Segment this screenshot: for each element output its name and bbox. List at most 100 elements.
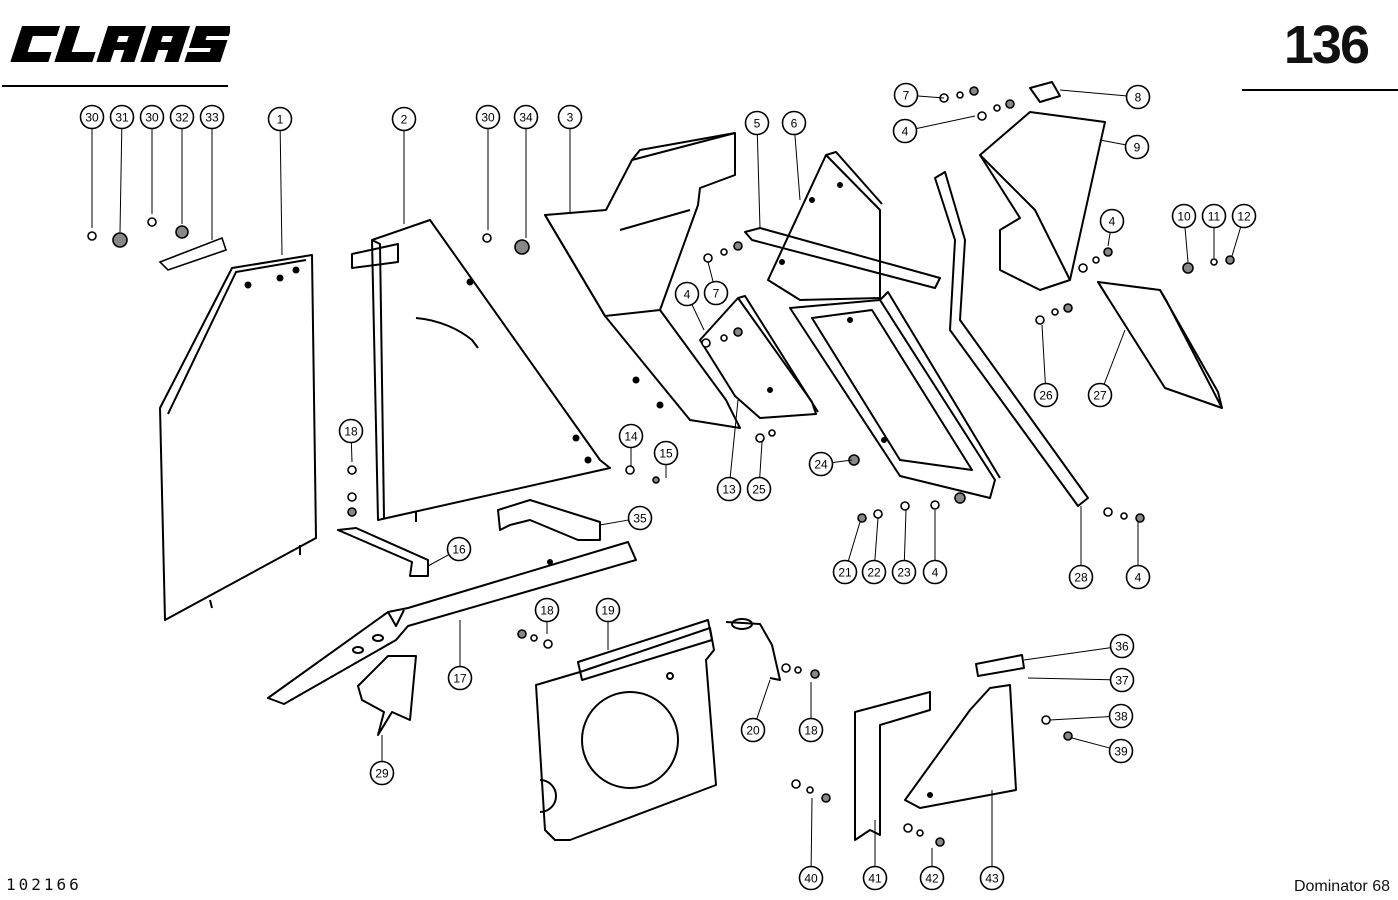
- callout-label: 31: [115, 111, 129, 125]
- callout-leader-c-23: [903, 509, 907, 561]
- callout-leader-c-20: [756, 679, 771, 719]
- callout-label: 1: [277, 113, 284, 127]
- callout-leader-c-18a: [350, 442, 353, 463]
- callout-label: 30: [85, 111, 99, 125]
- callout-circle: [861, 559, 887, 585]
- callout-circle: [832, 559, 858, 585]
- part-callout-c-27: 27: [1087, 382, 1113, 408]
- callout-leader-c-39: [1071, 737, 1110, 749]
- callout-circle: [1125, 84, 1151, 110]
- part-callout-c-32: 32: [169, 104, 195, 130]
- callout-circle: [1125, 564, 1151, 590]
- page-number: 136: [1283, 15, 1370, 75]
- part-callout-c-2: 2: [391, 106, 417, 132]
- callout-label: 15: [659, 447, 673, 461]
- callout-label: 4: [1109, 215, 1116, 229]
- callout-label: 14: [624, 430, 638, 444]
- part-callout-c-5: 5: [744, 110, 770, 136]
- part-callout-c-6: 6: [781, 110, 807, 136]
- part-29-bracket: [357, 655, 417, 736]
- part-3-hopper: [544, 132, 741, 429]
- part-callout-c-31: 31: [109, 104, 135, 130]
- callout-leader-c-7b: [707, 261, 714, 282]
- part-callout-c-16: 16: [446, 536, 472, 562]
- callout-circle: [653, 440, 679, 466]
- callout-circle: [79, 104, 105, 130]
- part-callout-c-4c: 4: [674, 281, 700, 307]
- callout-label: 30: [145, 111, 159, 125]
- part-callout-c-29: 29: [369, 760, 395, 786]
- part-8-clip: [1029, 81, 1061, 103]
- part-19-cover-plate: [535, 619, 717, 841]
- callout-label: 23: [897, 566, 911, 580]
- part-callout-c-4d: 4: [922, 559, 948, 585]
- callout-circle: [1033, 382, 1059, 408]
- callout-label: 21: [838, 566, 852, 580]
- callout-label: 32: [175, 111, 189, 125]
- callout-leader-c-24: [832, 459, 853, 463]
- part-callout-c-4b: 4: [1099, 208, 1125, 234]
- part-1-side-panel: [159, 254, 317, 621]
- callout-circle: [674, 281, 700, 307]
- callout-label: 36: [1115, 640, 1129, 654]
- part-43-plate: [904, 684, 1017, 809]
- callout-label: 41: [868, 872, 882, 886]
- callout-label: 35: [633, 512, 647, 526]
- callout-label: 24: [814, 458, 828, 472]
- callout-label: 43: [985, 872, 999, 886]
- callout-circle: [627, 505, 653, 531]
- callout-circle: [1099, 208, 1125, 234]
- callout-label: 4: [932, 566, 939, 580]
- callout-circle: [618, 423, 644, 449]
- callout-label: 7: [903, 89, 910, 103]
- callout-label: 28: [1074, 571, 1088, 585]
- callout-leader-c-10: [1184, 227, 1189, 263]
- callout-label: 25: [752, 483, 766, 497]
- callout-circle: [893, 82, 919, 108]
- callout-leader-c-22: [874, 517, 879, 561]
- part-35-bracket: [497, 499, 601, 541]
- part-callout-c-40: 40: [798, 865, 824, 891]
- hardware-group-lower: [347, 465, 1073, 847]
- callout-leader-c-36: [1023, 647, 1111, 661]
- callout-label: 34: [519, 111, 533, 125]
- part-callout-c-28: 28: [1068, 564, 1094, 590]
- callout-circle: [919, 865, 945, 891]
- part-27-tray: [1097, 281, 1223, 409]
- callout-circle: [798, 865, 824, 891]
- part-callout-c-35: 35: [627, 505, 653, 531]
- callout-leader-c-16: [427, 554, 449, 567]
- hardware-group-34: [482, 233, 530, 255]
- part-callout-c-37: 37: [1109, 667, 1135, 693]
- part-callout-c-42: 42: [919, 865, 945, 891]
- callout-circle: [798, 717, 824, 743]
- callout-label: 18: [344, 425, 358, 439]
- callout-label: 4: [1135, 571, 1142, 585]
- callout-label: 10: [1177, 210, 1191, 224]
- part-callout-c-41: 41: [862, 865, 888, 891]
- part-callout-c-10: 10: [1171, 203, 1197, 229]
- part-callout-c-30a: 30: [79, 104, 105, 130]
- callout-label: 18: [804, 724, 818, 738]
- callout-circle: [808, 451, 834, 477]
- callout-label: 4: [902, 125, 909, 139]
- part-callout-c-34: 34: [513, 104, 539, 130]
- hardware-group-7-4: [939, 86, 1015, 121]
- part-callout-c-7b: 7: [703, 280, 729, 306]
- callout-circle: [267, 106, 293, 132]
- callout-label: 12: [1237, 210, 1251, 224]
- callout-label: 38: [1114, 710, 1128, 724]
- callout-label: 20: [746, 724, 760, 738]
- callout-circle: [513, 104, 539, 130]
- callout-circle: [1171, 203, 1197, 229]
- model-name: Dominator 68: [1293, 878, 1390, 895]
- callout-circle: [703, 280, 729, 306]
- part-6-bracket: [744, 151, 941, 301]
- part-callout-c-30c: 30: [475, 104, 501, 130]
- part-callout-c-13: 13: [716, 476, 742, 502]
- part-callout-c-14: 14: [618, 423, 644, 449]
- callout-circle: [595, 597, 621, 623]
- callout-circle: [781, 110, 807, 136]
